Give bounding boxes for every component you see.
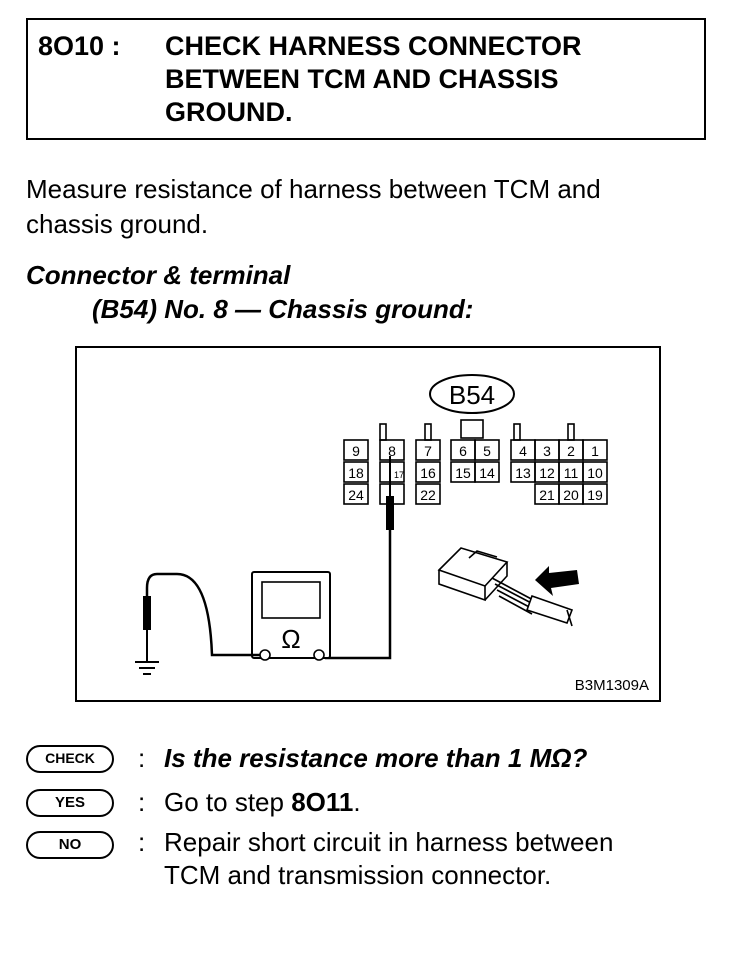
ohm-symbol: Ω bbox=[281, 624, 300, 654]
step-title: CHECK HARNESS CONNECTOR BETWEEN TCM AND … bbox=[165, 30, 685, 129]
yes-text-suffix: . bbox=[353, 787, 361, 817]
no-answer-line: TCM and transmission connector. bbox=[164, 860, 552, 890]
terminal-label: 7 bbox=[424, 443, 432, 459]
step-title-line: BETWEEN TCM AND CHASSIS bbox=[165, 64, 559, 94]
terminal-label: 5 bbox=[483, 443, 491, 459]
check-question: Is the resistance more than 1 MΩ? bbox=[164, 743, 588, 773]
terminal-label: 19 bbox=[587, 487, 603, 503]
instruction-text: Measure resistance of harness between TC… bbox=[26, 172, 726, 242]
yes-answer: Go to step 8O11. bbox=[164, 786, 724, 819]
terminal-label: 6 bbox=[459, 443, 467, 459]
wiring-diagram: B54 bbox=[135, 374, 608, 675]
terminal-label: 10 bbox=[587, 465, 603, 481]
terminal-label: 11 bbox=[564, 465, 579, 481]
separator: : bbox=[138, 827, 146, 857]
connector-heading-line1: Connector & terminal bbox=[26, 260, 291, 290]
instruction-line: Measure resistance of harness between TC… bbox=[26, 174, 601, 204]
separator: : bbox=[138, 787, 146, 817]
probe-ground bbox=[135, 572, 260, 675]
terminal-label: 8 bbox=[388, 443, 396, 459]
terminal-label: 13 bbox=[515, 465, 531, 481]
terminal-label: 21 bbox=[539, 487, 555, 503]
instruction-line: chassis ground. bbox=[26, 209, 209, 239]
connector-heading: Connector & terminal (B54) No. 8 — Chass… bbox=[26, 258, 473, 326]
connector-illustration bbox=[437, 547, 574, 627]
no-answer: Repair short circuit in harness between … bbox=[164, 826, 724, 892]
step-number: 8O10 : bbox=[38, 31, 121, 61]
arrow-icon bbox=[535, 566, 579, 596]
step-title-line: CHECK HARNESS CONNECTOR bbox=[165, 31, 582, 61]
terminal-label: 22 bbox=[420, 487, 436, 503]
terminal-label: 12 bbox=[539, 465, 555, 481]
terminal-label: 2 bbox=[567, 443, 575, 459]
wiring-diagram-figure: B54 bbox=[75, 346, 661, 702]
step-header-box: 8O10 : CHECK HARNESS CONNECTOR BETWEEN T… bbox=[26, 18, 706, 140]
terminal-label: 15 bbox=[455, 465, 471, 481]
terminal-label: 20 bbox=[563, 487, 579, 503]
no-answer-line: Repair short circuit in harness between bbox=[164, 827, 614, 857]
connector-label-oval bbox=[429, 374, 515, 414]
yes-text-prefix: Go to step bbox=[164, 787, 292, 817]
terminal-label: 1 bbox=[591, 443, 599, 459]
separator: : bbox=[138, 743, 146, 773]
terminal-label: 9 bbox=[352, 443, 360, 459]
yes-step-link[interactable]: 8O11 bbox=[291, 787, 354, 817]
ohmmeter: Ω bbox=[251, 571, 331, 661]
connector-label: B54 bbox=[449, 380, 495, 410]
connector-heading-line2: (B54) No. 8 — Chassis ground: bbox=[92, 294, 474, 324]
figure-code: B3M1309A bbox=[574, 677, 649, 694]
step-title-line: GROUND. bbox=[165, 97, 293, 127]
terminal-label: 18 bbox=[348, 465, 364, 481]
terminal-label: 4 bbox=[519, 443, 527, 459]
terminal-label: 24 bbox=[348, 487, 364, 503]
terminal-label: 16 bbox=[420, 465, 436, 481]
no-badge: NO bbox=[26, 831, 114, 859]
terminal-label: 3 bbox=[543, 443, 551, 459]
check-badge: CHECK bbox=[26, 745, 114, 773]
yes-badge: YES bbox=[26, 789, 114, 817]
terminal-label: 17 bbox=[394, 470, 404, 480]
connector-face bbox=[343, 419, 608, 505]
terminal-label: 14 bbox=[479, 465, 495, 481]
probe-positive bbox=[325, 456, 394, 660]
